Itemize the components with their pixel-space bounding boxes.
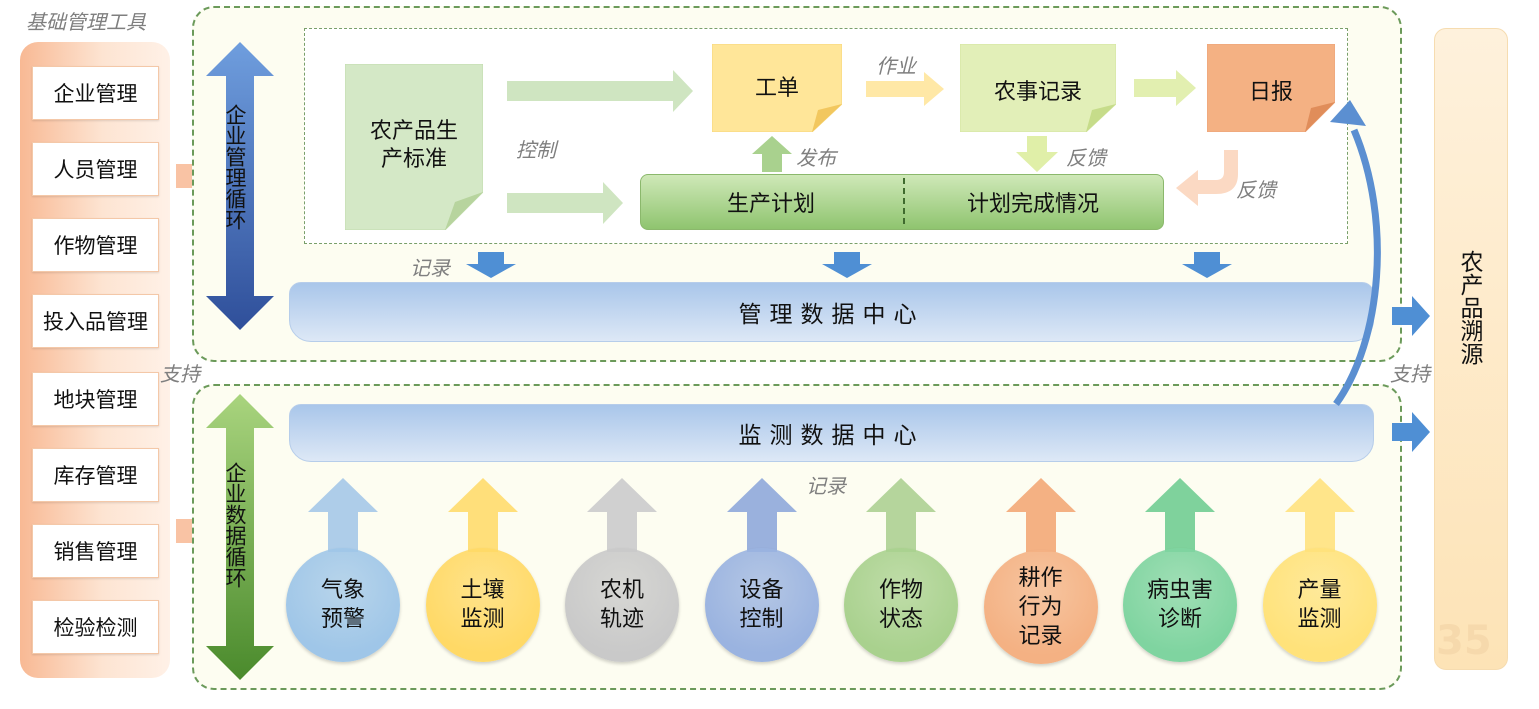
module-label-line: 诊断 — [1157, 607, 1202, 632]
work-order-note-shape — [712, 44, 842, 132]
standard-note-shape — [345, 64, 483, 230]
module-arrow-0-icon — [308, 478, 378, 552]
standard-note-text: 农产品生产标准 — [369, 119, 458, 172]
module-label: 耕作行为记录 — [1018, 564, 1062, 651]
farm-record-note-shape — [960, 44, 1116, 132]
monitoring-to-report-arrow-icon — [1330, 100, 1381, 407]
module-label-line: 病虫害 — [1146, 578, 1213, 603]
module-label-line: 作物 — [878, 578, 923, 603]
module-label-line: 农机 — [599, 578, 644, 603]
publish-arrow-icon — [752, 136, 792, 172]
traceability-label[interactable]: 农产品溯源 — [1456, 250, 1482, 365]
module-arrow-7-icon — [1284, 478, 1355, 552]
module-label-line: 行为 — [1018, 594, 1063, 620]
module-label-line: 监测 — [460, 607, 505, 632]
module-label-line: 耕作 — [1018, 565, 1063, 591]
module-label-line: 产量 — [1297, 578, 1342, 603]
watermark: 35 — [1436, 618, 1492, 664]
module-label-line: 土壤 — [460, 578, 505, 603]
management-data-center[interactable]: 管理数据中心 — [289, 282, 1374, 342]
module-label: 病虫害诊断 — [1147, 576, 1213, 634]
record-label-bottom: 记录 — [806, 474, 846, 498]
module-label: 设备控制 — [739, 576, 783, 634]
support-label-right: 支持 — [1390, 362, 1430, 386]
sidebar: 企业管理 人员管理 作物管理 投入品管理 地块管理 库存管理 销售管理 检验检测 — [20, 42, 170, 678]
module-circle[interactable]: 病虫害诊断 — [1123, 548, 1237, 662]
plan-completion[interactable]: 计划完成情况 — [966, 192, 1099, 217]
sidebar-item-sales[interactable]: 销售管理 — [32, 524, 159, 578]
module-circle[interactable]: 设备控制 — [704, 548, 819, 662]
plan-divider — [903, 178, 905, 224]
work-label: 作业 — [876, 54, 916, 78]
record-arrow-3-icon — [1182, 252, 1232, 278]
sidebar-item-crops[interactable]: 作物管理 — [32, 218, 159, 272]
sidebar-item-personnel[interactable]: 人员管理 — [32, 142, 159, 196]
module-circle[interactable]: 耕作行为记录 — [983, 550, 1098, 664]
module-label: 产量监测 — [1297, 576, 1341, 634]
farm-record-text: 农事记录 — [993, 80, 1082, 105]
sidebar-title: 基础管理工具 — [26, 10, 146, 34]
report-arrow-icon — [1134, 70, 1196, 106]
sidebar-item-enterprise[interactable]: 企业管理 — [32, 66, 159, 120]
module-arrow-4-icon — [866, 478, 936, 552]
record-arrow-2-icon — [822, 252, 872, 278]
daily-report-text: 日报 — [1248, 80, 1293, 105]
work-order-text: 工单 — [754, 76, 799, 101]
module-label-line: 气象 — [320, 578, 365, 603]
traceability-column — [1434, 28, 1508, 670]
data-cycle-label: 企业数据循环 — [223, 462, 247, 588]
plan-bar — [640, 174, 1164, 230]
production-plan[interactable]: 生产计划 — [726, 192, 815, 217]
module-arrow-3-icon — [726, 478, 797, 552]
control-arrow-top-icon — [507, 70, 693, 112]
publish-label: 发布 — [796, 146, 836, 170]
sidebar-item-plots[interactable]: 地块管理 — [32, 372, 159, 426]
module-circle[interactable]: 土壤监测 — [425, 548, 540, 662]
module-arrow-6-icon — [1145, 478, 1215, 552]
daily-report-note-shape — [1207, 44, 1335, 132]
control-arrow-bottom-icon — [507, 182, 623, 224]
feedback-label-2: 反馈 — [1236, 178, 1276, 202]
module-circle[interactable]: 气象预警 — [286, 548, 400, 662]
module-label-line: 状态 — [878, 607, 923, 632]
module-circle[interactable]: 作物状态 — [844, 548, 958, 662]
feedback-curved-arrow-icon — [1176, 150, 1238, 206]
module-label-line: 预警 — [320, 607, 365, 632]
module-label: 作物状态 — [879, 576, 923, 634]
module-label-line: 控制 — [739, 607, 784, 632]
record-label-top: 记录 — [410, 256, 450, 280]
module-arrow-1-icon — [447, 478, 518, 552]
feedback-down-arrow-icon — [1016, 136, 1058, 172]
data-cycle-arrow-icon — [206, 394, 274, 680]
sidebar-item-inspection[interactable]: 检验检测 — [32, 600, 159, 654]
module-arrow-5-icon — [1005, 478, 1076, 552]
module-arrow-2-icon — [587, 478, 657, 552]
module-circle[interactable]: 产量监测 — [1262, 548, 1377, 662]
sidebar-item-inputs[interactable]: 投入品管理 — [32, 294, 159, 348]
module-label-line: 监测 — [1297, 607, 1342, 632]
module-label: 农机轨迹 — [600, 576, 644, 634]
feedback-label-1: 反馈 — [1066, 146, 1106, 170]
control-label: 控制 — [516, 138, 556, 162]
module-label: 气象预警 — [321, 576, 365, 634]
sidebar-item-inventory[interactable]: 库存管理 — [32, 448, 159, 502]
module-label-line: 设备 — [739, 578, 784, 603]
module-label: 土壤监测 — [460, 576, 504, 634]
module-circle[interactable]: 农机轨迹 — [565, 548, 679, 662]
management-cycle-label: 企业管理循环 — [223, 104, 247, 230]
work-arrow-icon — [866, 72, 944, 106]
trace-arrow-top-icon — [1392, 296, 1430, 336]
support-label-left: 支持 — [160, 362, 200, 386]
trace-arrow-bottom-icon — [1392, 412, 1430, 452]
management-cycle-arrow-icon — [206, 42, 274, 330]
record-arrow-1-icon — [466, 252, 516, 278]
monitoring-data-center[interactable]: 监测数据中心 — [289, 404, 1374, 462]
module-label-line: 轨迹 — [599, 607, 644, 632]
module-label-line: 记录 — [1018, 623, 1063, 649]
